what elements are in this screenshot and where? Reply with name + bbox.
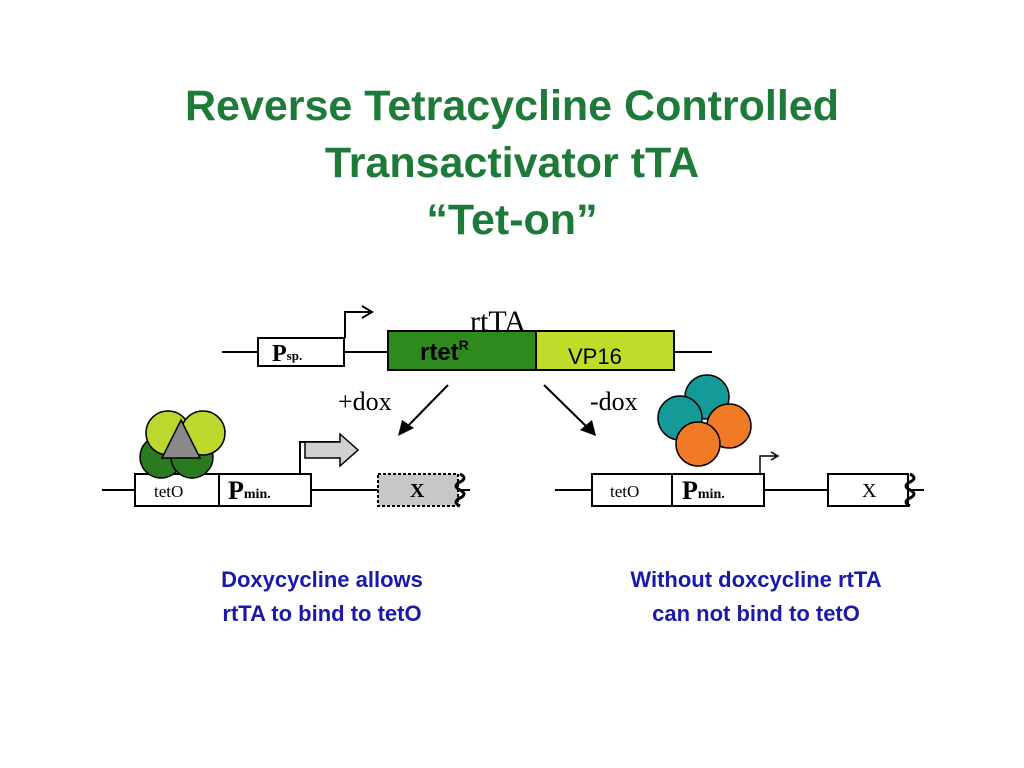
psp-subscript: sp.	[287, 348, 303, 363]
doxycycline-triangle-icon	[160, 418, 202, 459]
slide-title: Reverse Tetracycline Controlled Transact…	[0, 78, 1024, 249]
vp16-label: VP16	[568, 344, 622, 369]
psp-box	[257, 337, 345, 367]
right-promoter-arrowhead	[770, 451, 780, 461]
left-pmin-label: Pmin.	[228, 476, 271, 505]
title-line-3: “Tet-on”	[426, 196, 598, 244]
title-line-2: Transactivator tTA	[324, 139, 700, 187]
top-promoter-arrow	[344, 311, 370, 338]
right-pmin-label: Pmin.	[682, 476, 725, 505]
psp-letter: P	[272, 341, 287, 367]
left-pmin-subscript: min.	[244, 487, 271, 502]
left-transcription-block-arrow	[304, 432, 360, 468]
left-caption-line-2: rtTA to bind to tetO	[222, 601, 422, 626]
plus-dox-arrow	[403, 384, 449, 431]
plus-dox-label: +dox	[338, 387, 392, 416]
right-caption-line-1: Without doxcycline rtTA	[630, 567, 882, 592]
rtet-label: rtetR	[420, 337, 469, 366]
plus-dox-arrowhead	[398, 420, 414, 436]
right-construct: tetO Pmin. X	[555, 374, 924, 508]
orange-subunit-left	[675, 421, 721, 467]
left-gene-box	[377, 473, 459, 507]
left-gene-label: X	[410, 480, 425, 502]
left-caption: Doxycycline allows rtTA to bind to tetO	[142, 563, 502, 631]
minus-dox-label: -dox	[590, 387, 638, 416]
left-construct: tetO Pmin. X	[102, 410, 470, 508]
right-teto-label: tetO	[610, 482, 639, 501]
rtet-superscript: R	[459, 337, 469, 353]
minus-dox-arrowhead	[580, 420, 596, 436]
right-pmin-subscript: min.	[698, 487, 725, 502]
left-teto-label: tetO	[154, 482, 183, 501]
right-gene-squiggle	[904, 472, 916, 508]
right-gene-label: X	[862, 480, 877, 502]
right-pmin-letter: P	[682, 476, 698, 505]
branch-arrows: +dox -dox	[338, 384, 638, 436]
bound-rtta-complex	[139, 410, 226, 479]
rtet-text: rtet	[420, 339, 459, 366]
right-caption: Without doxcycline rtTA can not bind to …	[576, 563, 936, 631]
title-line-1: Reverse Tetracycline Controlled	[184, 82, 839, 130]
psp-label: Psp.	[272, 341, 302, 367]
left-gene-squiggle	[454, 472, 466, 508]
vp16-box	[535, 330, 675, 371]
left-caption-line-1: Doxycycline allows	[221, 567, 423, 592]
top-promoter-arrowhead	[361, 305, 374, 319]
left-pmin-box	[218, 473, 312, 507]
right-caption-line-2: can not bind to tetO	[652, 601, 860, 626]
top-construct: Psp. rtTA rtetR VP16	[222, 305, 712, 371]
left-pmin-letter: P	[228, 476, 244, 505]
right-pmin-box	[671, 473, 765, 507]
minus-dox-arrow	[543, 384, 591, 431]
unbound-rtta-complex	[657, 374, 752, 467]
right-promoter-arrow	[759, 455, 776, 474]
